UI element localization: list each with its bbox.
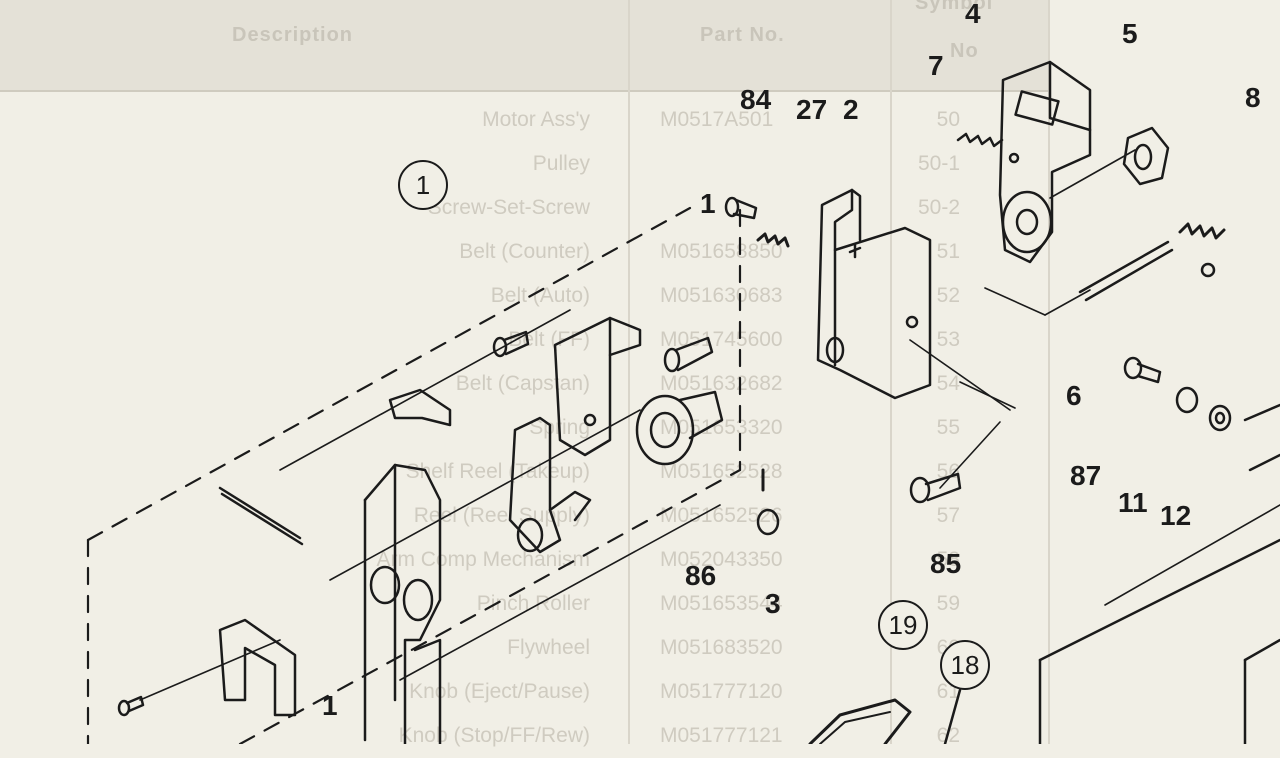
table-cell-part: M051658850 [660, 240, 783, 263]
washer-part-12 [1208, 404, 1232, 432]
pinch-roller-pulley [635, 390, 724, 466]
column-divider [1048, 0, 1050, 744]
screw-part-84 [724, 196, 758, 220]
part-no-column: M0517A501 M051658850 M051630683 M0517456… [660, 98, 890, 758]
table-cell-desc: Motor Ass'y [482, 108, 590, 131]
spring-part-8 [1178, 222, 1226, 240]
spring-part-27 [756, 232, 790, 248]
callout-number: 12 [1160, 500, 1192, 531]
table-cell-sym: 57 [936, 504, 960, 527]
rod-part-left [218, 486, 304, 546]
callout-number: 11 [1118, 487, 1148, 518]
table-cell-sym: 55 [936, 416, 960, 439]
table-cell-sym: 50-2 [917, 196, 960, 219]
table-cell-sym: 50-1 [917, 152, 960, 175]
table-cell-desc: Arm Comp Mechanism [376, 548, 590, 571]
arm-bracket [508, 416, 592, 554]
callout-circled: 18 [940, 640, 990, 690]
table-cell-sym: 53 [936, 328, 960, 351]
e-ring [1200, 262, 1216, 278]
assembly-dashed-frame [86, 206, 742, 744]
column-divider [628, 0, 630, 744]
callout-number: 2 [843, 94, 859, 125]
table-cell-part: M0517A501 [660, 108, 774, 131]
table-cell-desc: Shelf Reel (Takeup) [405, 460, 590, 483]
clip-bracket [388, 388, 452, 427]
table-cell-part: M051632682 [660, 372, 783, 395]
screw-part-85 [909, 472, 962, 504]
bracket-plate [553, 316, 642, 457]
belt-part-19 [808, 698, 912, 744]
small-bracket-left [218, 618, 297, 717]
header-symbol-no: No [950, 40, 979, 62]
hex-nut-part-5 [1122, 126, 1170, 186]
main-mechanism-frame [363, 463, 442, 744]
header-description: Description [232, 24, 354, 46]
screw-part-87 [1123, 356, 1162, 384]
belt-part-19-inner [819, 711, 891, 744]
callout-number: 3 [765, 588, 781, 619]
table-cell-part: M051653320 [660, 416, 783, 439]
spring-part-7 [956, 132, 1004, 148]
symbol-column: 50 50-1 50-2 51 52 53 54 55 56 57 58 59 … [900, 98, 960, 758]
table-cell-part: M051683520 [660, 636, 783, 659]
table-cell-part: M051652528 [660, 460, 783, 483]
table-cell-part: M051777120 [660, 680, 783, 703]
right-side-housing [1038, 403, 1280, 744]
table-cell-sym: 58 [936, 548, 960, 571]
sleeve-part-11 [1175, 386, 1199, 414]
table-cell-desc: Pulley [532, 152, 590, 175]
callout-circled: 19 [878, 600, 928, 650]
table-cell-desc: Screw-Set-Screw [427, 196, 590, 219]
callout-number: 86 [685, 560, 717, 591]
callout-number: 8 [1245, 82, 1261, 113]
shaft-part-6 [1078, 240, 1174, 302]
table-cell-sym: 50 [936, 108, 960, 131]
callout-number: 4 [965, 0, 981, 29]
table-cell-desc: Knob (Eject/Pause) [409, 680, 590, 703]
table-cell-part: M051630683 [660, 284, 783, 307]
table-cell-desc: Belt (FF) [508, 328, 590, 351]
header-symbol: Symbol [915, 0, 994, 14]
bracket-part-4 [998, 60, 1092, 264]
small-screw-left [117, 695, 145, 717]
column-divider [890, 0, 892, 744]
table-cell-desc: Flywheel [507, 636, 590, 659]
table-cell-desc: Belt (Counter) [459, 240, 590, 263]
table-cell-sym: 54 [936, 372, 960, 395]
table-cell-sym: 56 [936, 460, 960, 483]
header-part-no: Part No. [700, 24, 785, 46]
table-cell-sym: 59 [936, 592, 960, 615]
callout-number: 84 [740, 84, 772, 115]
leader-lines [139, 149, 1280, 701]
callout-number: 85 [930, 548, 962, 579]
table-cell-desc: Pinch Roller [476, 592, 590, 615]
callout-number: 87 [1070, 460, 1102, 491]
table-cell-part: M051653544 [660, 592, 783, 615]
screw-part-center [663, 336, 714, 373]
callout-number: 5 [1122, 18, 1138, 49]
bracket-part-2 [816, 188, 932, 400]
table-cell-part: M052043350 [660, 548, 783, 571]
callout-number: 7 [928, 50, 944, 81]
table-header [0, 0, 1050, 92]
screw-part-left [492, 330, 530, 358]
table-cell-sym: 52 [936, 284, 960, 307]
table-cell-sym: 51 [936, 240, 960, 263]
callout-number: 27 [796, 94, 828, 125]
table-cell-desc: Belt (Auto) [490, 284, 590, 307]
belt-part-18 [943, 688, 962, 744]
callout-number: 1 [700, 188, 716, 219]
callout-number: 6 [1066, 380, 1082, 411]
collar-part-3 [756, 508, 780, 536]
table-cell-part: M051777121 [660, 724, 783, 747]
callout-circled: 1 [398, 160, 448, 210]
table-cell-desc: Knob (Stop/FF/Rew) [398, 724, 590, 747]
callout-number: 1 [322, 690, 338, 721]
